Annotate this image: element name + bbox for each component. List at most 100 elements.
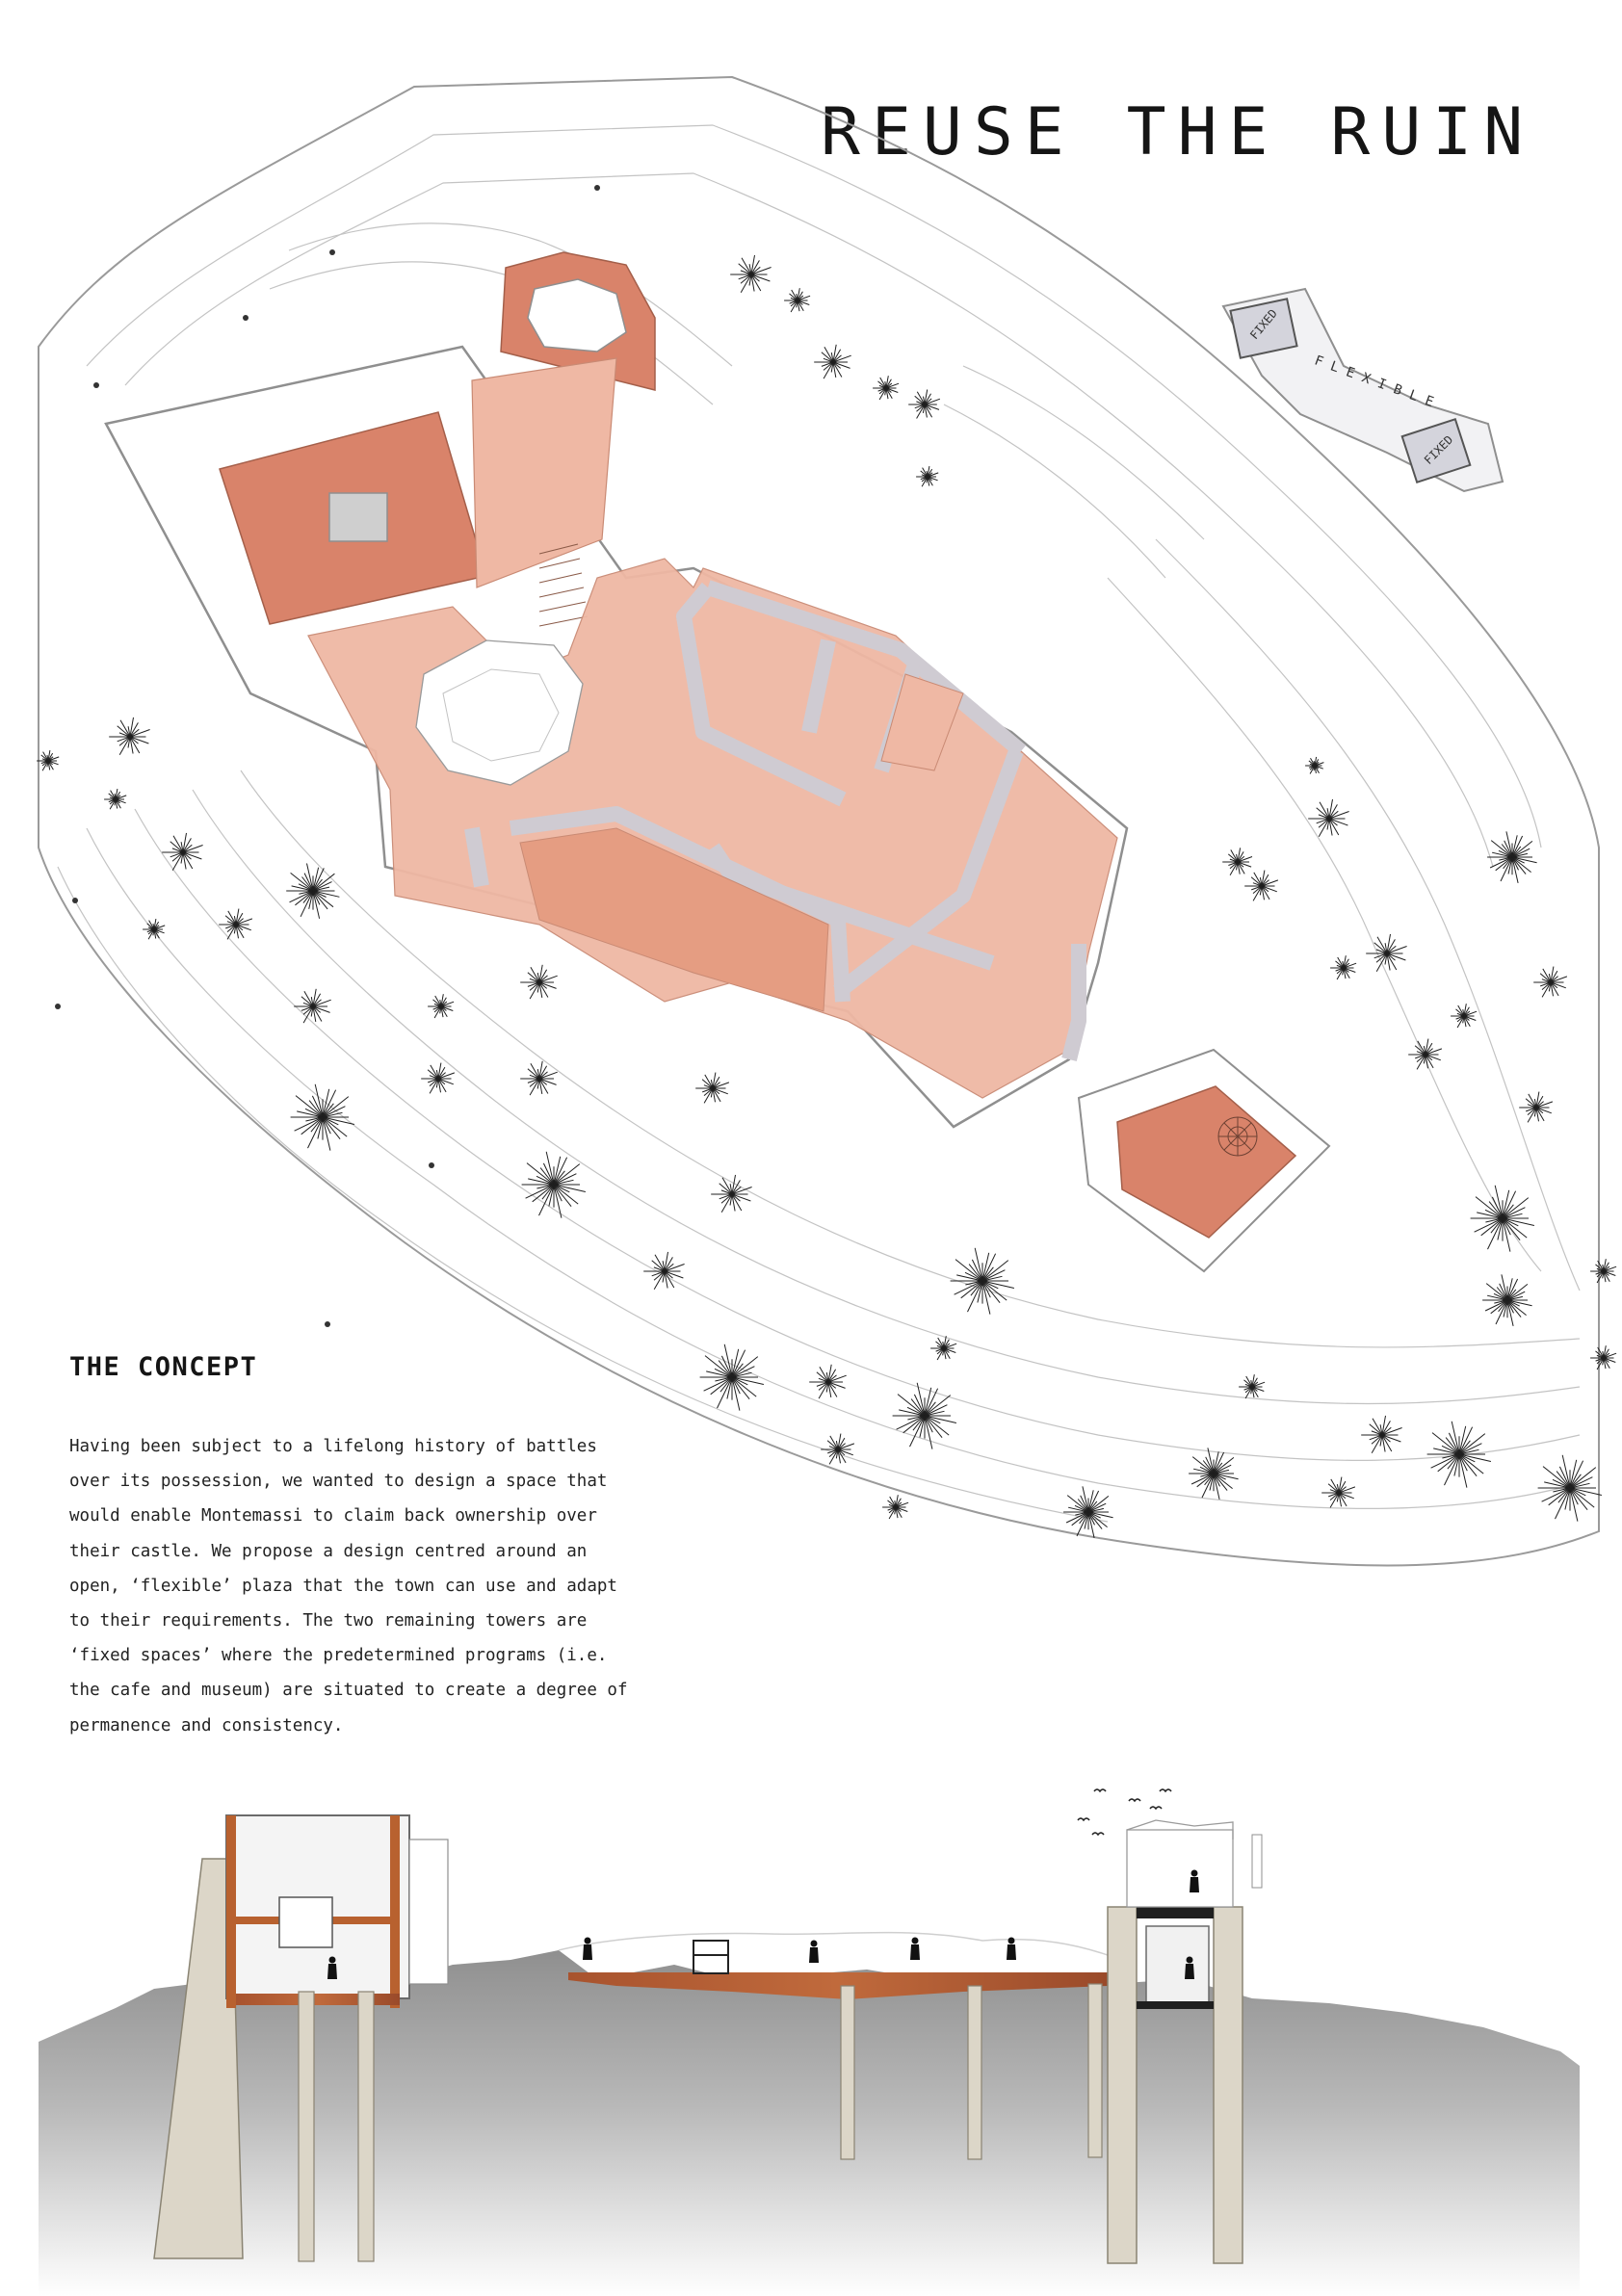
tree-symbol-icon — [1487, 831, 1537, 884]
tree-symbol-icon — [1451, 1004, 1478, 1029]
bird-icon — [1093, 1788, 1107, 1793]
tree-symbol-icon — [294, 988, 331, 1024]
tree-symbol-icon — [1590, 1259, 1617, 1284]
tree-symbol-icon — [1321, 1476, 1356, 1508]
person-silhouette-icon — [1007, 1937, 1016, 1960]
bird-icon — [1159, 1788, 1172, 1793]
tree-symbol-icon — [930, 1336, 957, 1361]
tree-symbol-icon — [428, 994, 455, 1019]
tree-symbol-icon — [143, 919, 166, 940]
tree-symbol-icon — [1470, 1185, 1535, 1252]
tree-symbol-icon — [1063, 1486, 1113, 1539]
tree-symbol-icon — [695, 1072, 730, 1104]
tree-symbol-icon — [520, 1060, 558, 1096]
tree-symbol-icon — [699, 1344, 765, 1411]
tree-symbol-icon — [882, 1495, 909, 1520]
tree-dot-icon — [55, 1004, 61, 1009]
stair-platform — [471, 357, 617, 588]
tree-symbol-icon — [711, 1174, 752, 1213]
tree-symbols — [37, 185, 1617, 1539]
tree-symbol-icon — [521, 1151, 587, 1218]
tree-symbol-icon — [286, 863, 340, 919]
tree-symbol-icon — [1189, 1448, 1239, 1500]
tree-symbol-icon — [1222, 848, 1253, 875]
tree-symbol-icon — [37, 750, 60, 771]
tree-symbol-icon — [162, 832, 203, 872]
tree-symbol-icon — [814, 344, 851, 379]
site-plan: FIXED FLEXIBLE FIXED — [37, 75, 1617, 1567]
section-drawing — [39, 1788, 1580, 2296]
tree-symbol-icon — [809, 1364, 847, 1399]
staircase-lines — [538, 543, 589, 627]
concept-body: Having been subject to a lifelong histor… — [69, 1429, 705, 1743]
bird-icon — [1149, 1806, 1163, 1811]
person-silhouette-icon — [1190, 1869, 1199, 1892]
concept-line: open, ‘flexible’ plaza that the town can… — [69, 1576, 617, 1596]
figures-layer — [327, 1788, 1199, 1979]
plaza-raised-block — [880, 673, 964, 771]
poster-title: REUSE THE RUIN — [821, 94, 1535, 170]
plaza-sunken-area — [519, 827, 829, 1012]
person-silhouette-icon — [809, 1940, 819, 1963]
tree-dot-icon — [243, 315, 249, 321]
deck-piers — [840, 1983, 1103, 2160]
fixed-flexible-inset-diagram: FIXED FLEXIBLE FIXED — [1221, 287, 1504, 493]
tree-dot-icon — [594, 185, 600, 191]
tree-symbol-icon — [892, 1382, 957, 1449]
concept-line: Having been subject to a lifelong histor… — [69, 1437, 597, 1456]
hill-outline — [38, 75, 1600, 1567]
tree-symbol-icon — [1308, 798, 1349, 838]
cafe-tower-section — [225, 1814, 449, 2262]
concept-line: would enable Montemassi to claim back ow… — [69, 1506, 597, 1526]
left-buttress — [153, 1858, 244, 2259]
tree-symbol-icon — [219, 908, 253, 940]
tree-symbol-icon — [109, 717, 150, 756]
museum-tower-section — [1107, 1819, 1263, 2264]
tree-symbol-icon — [821, 1433, 855, 1465]
tree-symbol-icon — [784, 288, 811, 313]
concept-line: ‘fixed spaces’ where the predetermined p… — [69, 1646, 608, 1666]
tree-symbol-icon — [916, 466, 939, 487]
tree-symbol-icon — [1482, 1274, 1532, 1327]
concept-line: their castle. We propose a design centre… — [69, 1541, 588, 1561]
tree-symbol-icon — [1361, 1415, 1402, 1454]
bird-icon — [1091, 1832, 1105, 1837]
tree-dot-icon — [329, 249, 335, 255]
concept-line: to their requirements. The two remaining… — [69, 1611, 588, 1631]
tree-symbol-icon — [421, 1062, 456, 1094]
contour-lines — [57, 124, 1581, 1523]
tree-symbol-icon — [1305, 756, 1324, 774]
tree-symbol-icon — [873, 376, 900, 401]
tree-symbol-icon — [950, 1247, 1015, 1315]
tree-symbol-icon — [730, 254, 772, 294]
tree-symbol-icon — [290, 1083, 355, 1151]
tree-symbol-icon — [643, 1251, 685, 1291]
concept-line: permanence and consistency. — [69, 1715, 344, 1735]
museum-tower-room — [1116, 1085, 1297, 1239]
concept-heading: THE CONCEPT — [69, 1352, 258, 1382]
bird-icon — [1077, 1817, 1090, 1822]
person-silhouette-icon — [327, 1956, 337, 1979]
tree-symbol-icon — [1537, 1454, 1603, 1522]
tree-symbol-icon — [1239, 1374, 1266, 1399]
concept-line: the cafe and museum) are situated to cre… — [69, 1681, 628, 1701]
tree-symbol-icon — [520, 964, 558, 1000]
tree-symbol-icon — [1366, 933, 1407, 973]
concept-line: over its possession, we wanted to design… — [69, 1472, 608, 1492]
tower-lightwell — [328, 492, 388, 542]
tree-symbol-icon — [1533, 966, 1568, 998]
bird-icon — [1128, 1798, 1141, 1803]
tree-symbol-icon — [1590, 1345, 1617, 1370]
tree-dot-icon — [93, 382, 99, 388]
tree-dot-icon — [72, 898, 78, 903]
person-silhouette-icon — [583, 1937, 592, 1960]
tree-symbol-icon — [1244, 870, 1279, 901]
tree-symbol-icon — [908, 389, 941, 419]
tree-dot-icon — [429, 1162, 434, 1168]
ground-section — [39, 1950, 1580, 2296]
person-silhouette-icon — [910, 1937, 920, 1960]
spiral-stair-icon — [1217, 1116, 1258, 1157]
person-silhouette-icon — [1185, 1956, 1194, 1979]
tree-symbol-icon — [1519, 1091, 1554, 1123]
plaza-pavilion-frame — [693, 1940, 729, 1974]
